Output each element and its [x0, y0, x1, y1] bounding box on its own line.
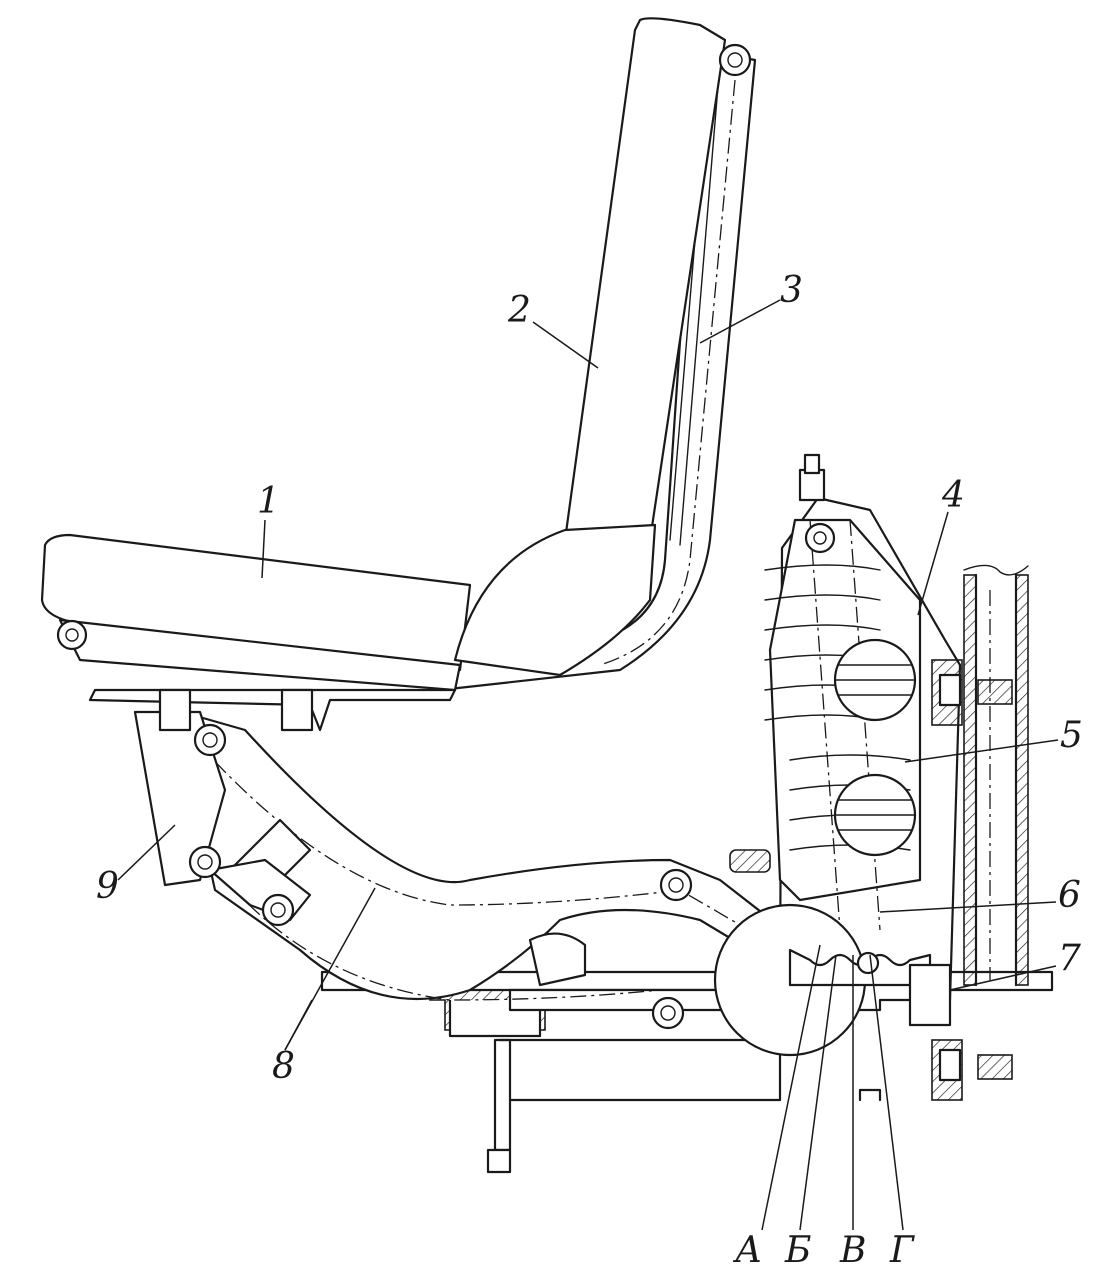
callout-1: 1: [257, 481, 280, 579]
callout-label-1: 1: [257, 481, 280, 522]
callout-8: 8: [272, 887, 376, 1087]
callout-label-8: 8: [272, 1046, 295, 1087]
callout-label-3: 3: [780, 270, 803, 311]
callout-label-9: 9: [96, 866, 119, 907]
position-label-g: Г: [889, 1230, 915, 1271]
cabin-wall: [963, 564, 1029, 987]
rubber-bumpers: [528, 849, 771, 987]
position-label-b: Б: [784, 1230, 811, 1271]
pivot-pins: [56, 43, 880, 1030]
backrest-frame: [428, 48, 757, 692]
callout-label-4: 4: [941, 475, 965, 516]
callout-4: 4: [917, 475, 965, 616]
seat-crossbar: [88, 688, 457, 732]
position-markers: А Б В Г: [732, 944, 915, 1271]
callout-3: 3: [699, 270, 803, 344]
seat-cushion: [40, 533, 472, 692]
callout-2: 2: [507, 290, 599, 369]
position-label-v: В: [839, 1230, 866, 1271]
callout-label-7: 7: [1058, 938, 1081, 979]
callout-label-2: 2: [507, 290, 531, 331]
callout-7: 7: [949, 938, 1081, 991]
backrest-cushion: [453, 17, 727, 677]
callout-label-6: 6: [1058, 875, 1081, 916]
wall-bolts: [931, 659, 1013, 1101]
callout-label-5: 5: [1060, 715, 1083, 756]
suspension-levers: [173, 708, 812, 1001]
position-label-a: А: [732, 1230, 762, 1271]
callout-6: 6: [879, 875, 1081, 916]
callout-5: 5: [904, 715, 1083, 763]
spring-coils: [764, 519, 911, 931]
callout-9: 9: [96, 824, 176, 907]
